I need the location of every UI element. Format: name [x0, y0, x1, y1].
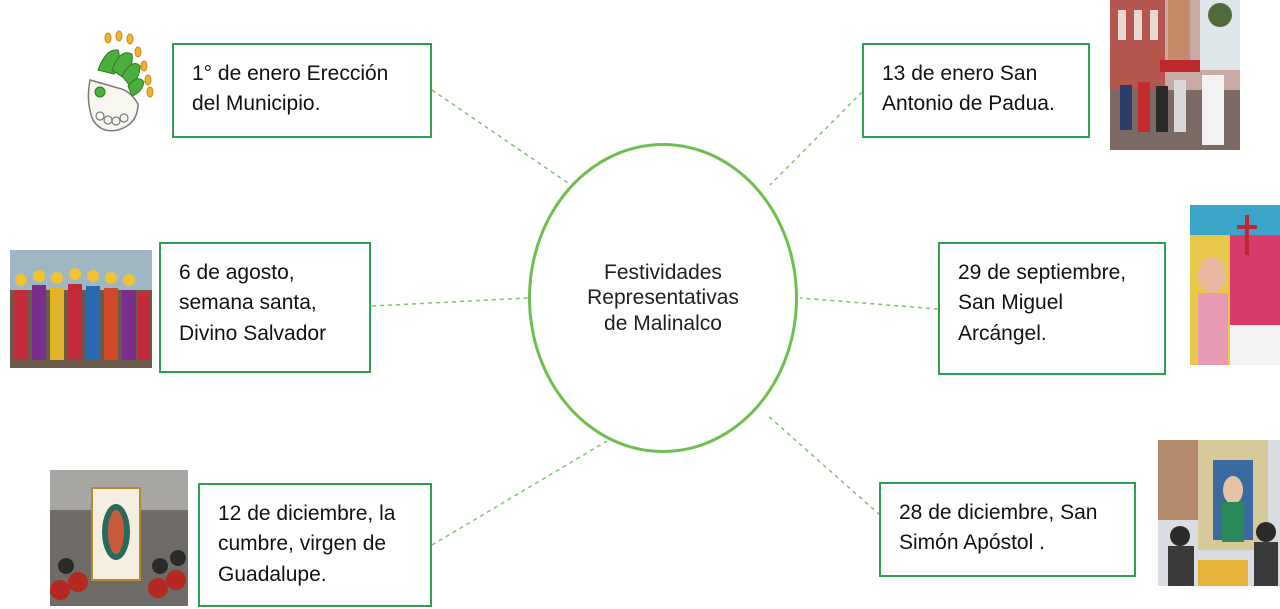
connector-erection [431, 89, 569, 184]
festivity-box-san-simon: 28 de diciembre, San Simón Apóstol . [879, 482, 1136, 577]
festivity-box-erection: 1° de enero Erección del Municipio. [172, 43, 432, 138]
aztec-glyph-icon [78, 30, 160, 140]
center-topic-circle: Festividades Representativas de Malinalc… [528, 143, 798, 453]
festivity-label: 29 de septiembre, San Miguel Arcángel. [958, 261, 1127, 345]
dancers-photo [10, 250, 152, 368]
connector-divino-salvador [371, 297, 529, 307]
altar-photo [1190, 205, 1280, 365]
festivity-label: 1° de enero Erección del Municipio. [192, 62, 389, 116]
festivity-box-guadalupe: 12 de diciembre, la cumbre, virgen de Gu… [198, 483, 432, 607]
procession-photo [1110, 0, 1240, 150]
festivity-box-divino-salvador: 6 de agosto, semana santa, Divino Salvad… [159, 242, 371, 373]
banner-photo [50, 470, 188, 606]
festivity-box-san-antonio: 13 de enero San Antonio de Padua. [862, 43, 1090, 138]
connector-san-miguel [799, 297, 939, 310]
festivity-box-san-miguel: 29 de septiembre, San Miguel Arcángel. [938, 242, 1166, 375]
connector-san-simon [766, 414, 881, 516]
festivity-label: 13 de enero San Antonio de Padua. [882, 62, 1055, 116]
connector-san-antonio [769, 91, 863, 186]
festivity-label: 12 de diciembre, la cumbre, virgen de Gu… [218, 502, 396, 586]
altar-photo [1158, 440, 1280, 586]
connector-guadalupe [431, 440, 608, 546]
center-topic-label: Festividades Representativas de Malinalc… [587, 261, 739, 335]
festivity-label: 28 de diciembre, San Simón Apóstol . [899, 501, 1098, 555]
festivity-label: 6 de agosto, semana santa, Divino Salvad… [179, 261, 327, 345]
